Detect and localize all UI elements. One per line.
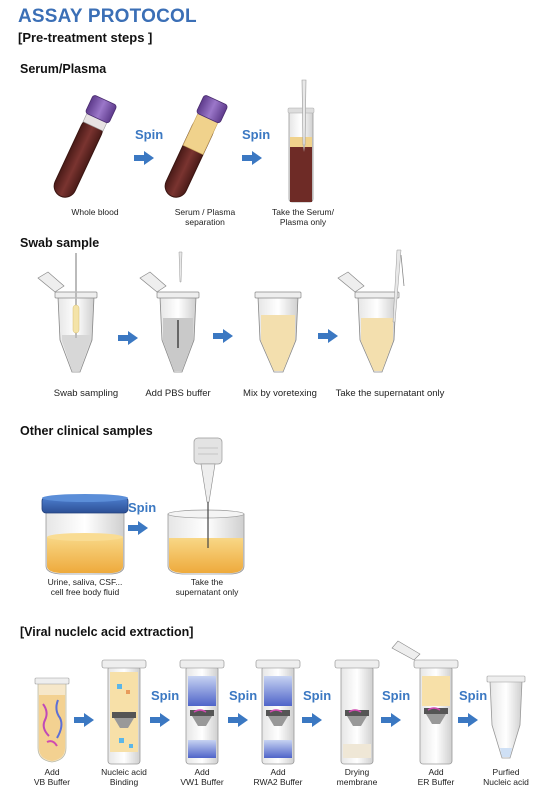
spin-label: Spin (382, 688, 411, 703)
arrow-right-icon (134, 151, 154, 165)
supernatant-cup (167, 437, 245, 575)
page-title: ASSAY PROTOCOL (18, 6, 197, 27)
step-caption: Take the supernatant only (335, 388, 445, 399)
vortexed-tube (254, 291, 302, 373)
spin-label: Spin (229, 688, 258, 703)
step-caption: Take the Serum/Plasma only (272, 207, 334, 227)
supernatant-tube (337, 249, 405, 373)
spin-label: Spin (128, 500, 157, 515)
step-caption: Urine, saliva, CSF...cell free body flui… (47, 577, 123, 597)
serum-plasma-heading: Serum/Plasma (20, 62, 107, 76)
step-caption: Mix by voretexing (243, 388, 317, 399)
swab-tube (37, 253, 98, 373)
arrow-right-icon (74, 713, 94, 727)
arrow-right-icon (150, 713, 170, 727)
arrow-right-icon (128, 521, 148, 535)
arrow-right-icon (213, 329, 233, 343)
spin-label: Spin (459, 688, 488, 703)
spin-label: Spin (242, 127, 271, 142)
page-subtitle: [Pre-treatment steps ] (18, 30, 153, 45)
step-caption: Whole blood (71, 207, 119, 217)
binding-column (101, 659, 147, 765)
spin-label: Spin (135, 127, 164, 142)
arrow-right-icon (118, 331, 138, 345)
serum-pipette-tube (287, 79, 315, 203)
spin-label: Spin (151, 688, 180, 703)
vw1-column (179, 659, 225, 765)
er-buffer-column (391, 640, 459, 765)
spin-label: Spin (303, 688, 332, 703)
pbs-buffer-tube (139, 251, 200, 373)
swab-sample-heading: Swab sample (20, 236, 100, 250)
step-caption: Add PBS buffer (145, 388, 211, 399)
step-caption: Swab sampling (53, 388, 119, 399)
drying-column (334, 659, 380, 765)
arrow-right-icon (302, 713, 322, 727)
arrow-right-icon (318, 329, 338, 343)
purified-tube (486, 675, 526, 759)
arrow-right-icon (381, 713, 401, 727)
rwa2-column (255, 659, 301, 765)
vb-buffer-tube (34, 677, 70, 763)
specimen-cup (41, 494, 129, 575)
viral-extraction-heading: [Viral nuclelc acid extraction] (20, 625, 194, 639)
whole-blood-tube (53, 95, 117, 198)
arrow-right-icon (228, 713, 248, 727)
other-samples-heading: Other clinical samples (20, 424, 153, 438)
separated-serum-tube (164, 95, 228, 198)
arrow-right-icon (242, 151, 262, 165)
arrow-right-icon (458, 713, 478, 727)
